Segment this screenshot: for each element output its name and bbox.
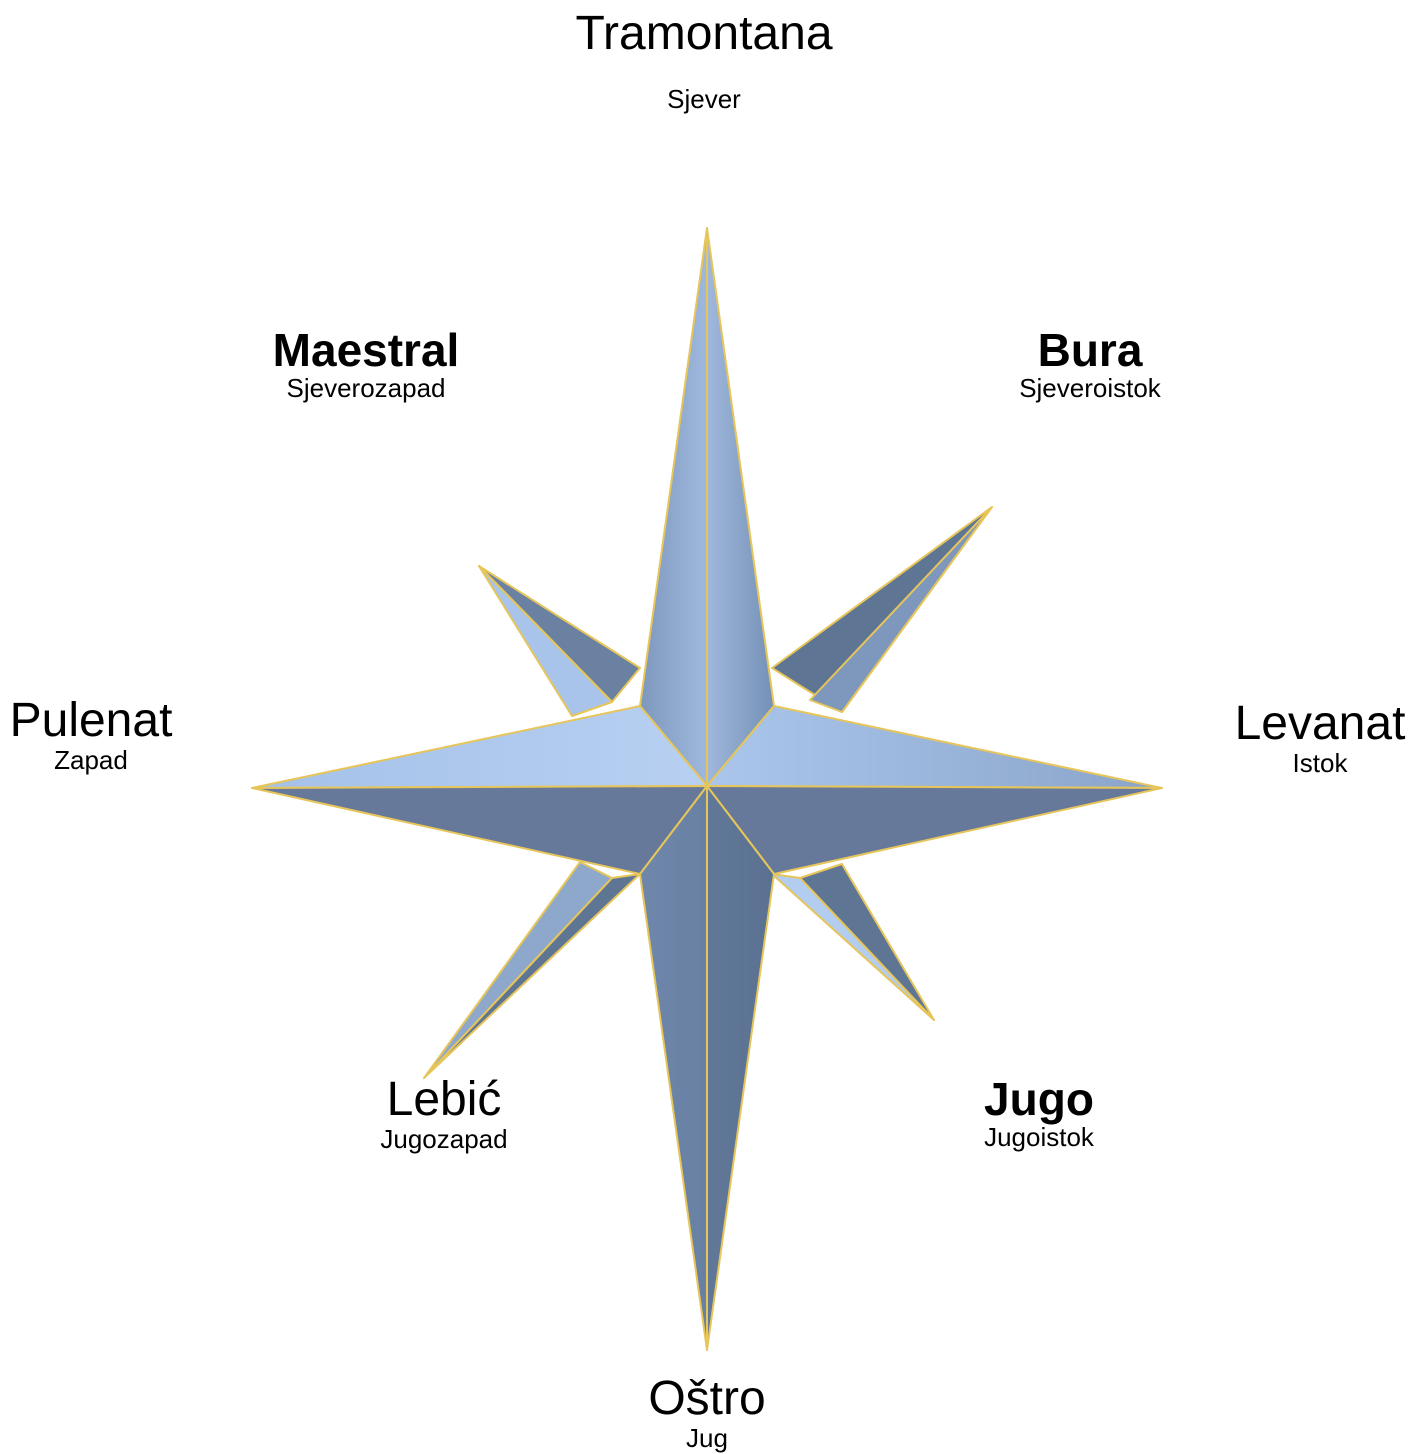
point-southwest-a [424, 862, 612, 1078]
point-west-top [252, 706, 707, 788]
wind-name-north: Tramontana [575, 10, 832, 58]
wind-name-west: Pulenat [10, 697, 173, 745]
direction-east: Istok [1235, 750, 1406, 776]
point-southwest-b [424, 874, 640, 1078]
wind-name-southeast: Jugo [984, 1076, 1094, 1122]
point-south-left [640, 786, 707, 1350]
point-north-left [640, 228, 707, 786]
wind-southwest: Lebić Jugozapad [380, 1076, 507, 1152]
direction-northeast: Sjeveroistok [1019, 375, 1161, 401]
direction-south: Jug [648, 1425, 765, 1451]
point-southeast-a [800, 864, 934, 1020]
point-north-right [707, 228, 774, 786]
point-south-right [707, 786, 774, 1350]
point-northeast-a [772, 507, 992, 712]
direction-north: Sjever [575, 86, 832, 112]
direction-southeast: Jugoistok [984, 1124, 1094, 1150]
wind-north: Tramontana Sjever [575, 10, 832, 112]
wind-east: Levanat Istok [1235, 700, 1406, 776]
direction-southwest: Jugozapad [380, 1126, 507, 1152]
direction-west: Zapad [10, 747, 173, 773]
wind-name-south: Oštro [648, 1375, 765, 1423]
wind-northeast: Bura Sjeveroistok [1019, 327, 1161, 401]
direction-northwest: Sjeverozapad [273, 375, 460, 401]
point-northeast-b [810, 507, 992, 712]
wind-name-southwest: Lebić [380, 1076, 507, 1124]
wind-northwest: Maestral Sjeverozapad [273, 327, 460, 401]
wind-name-northwest: Maestral [273, 327, 460, 373]
point-west-bottom [252, 786, 707, 874]
point-east-bottom [707, 786, 1162, 874]
point-east-top [707, 706, 1162, 788]
wind-name-northeast: Bura [1019, 327, 1161, 373]
wind-name-east: Levanat [1235, 700, 1406, 748]
wind-southeast: Jugo Jugoistok [984, 1076, 1094, 1150]
wind-south: Oštro Jug [648, 1375, 765, 1451]
wind-west: Pulenat Zapad [10, 697, 173, 773]
